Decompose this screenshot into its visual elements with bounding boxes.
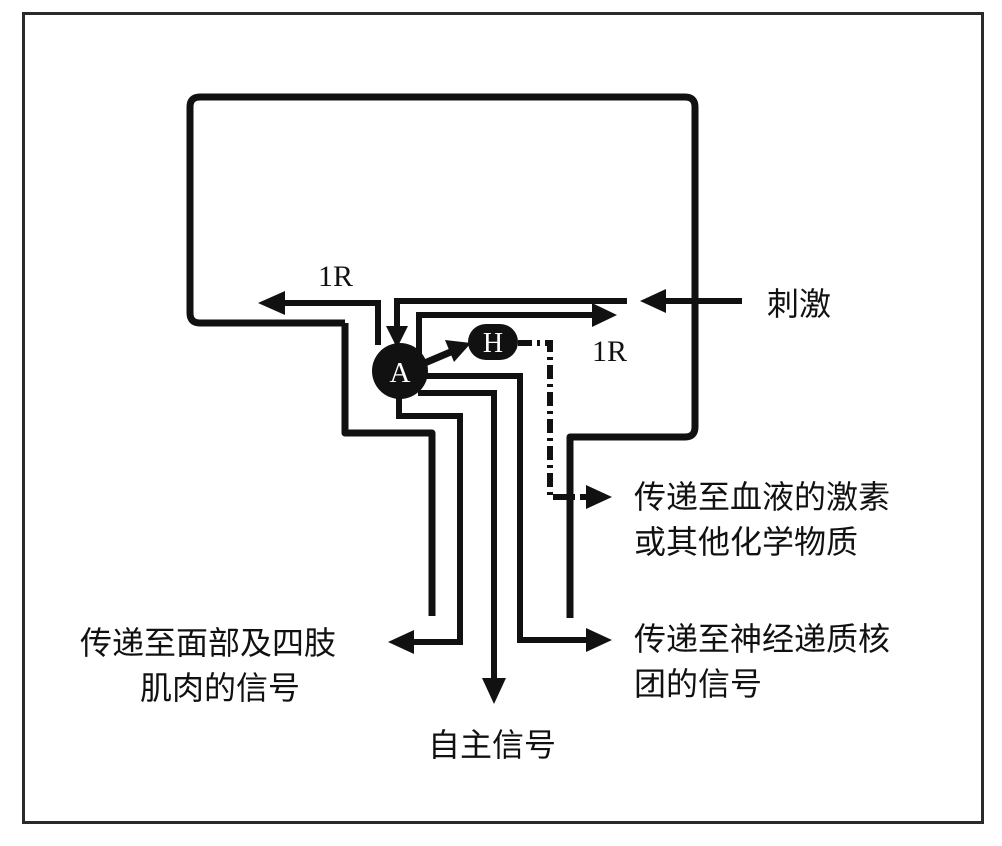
brain-outline bbox=[186, 93, 699, 618]
autonomic-output-arrowhead bbox=[482, 678, 506, 704]
autonomic-output-path bbox=[418, 390, 497, 680]
diagram-frame bbox=[22, 12, 984, 824]
stimulus-label: 刺激 bbox=[767, 285, 832, 323]
muscle-output-path bbox=[396, 398, 463, 645]
ir-left-label: 1R bbox=[318, 260, 354, 293]
a-to-h-arrowhead bbox=[445, 340, 471, 362]
autonomic-label: 自主信号 bbox=[428, 726, 557, 764]
ir-right-label: 1R bbox=[592, 335, 628, 368]
muscle-output-arrowhead bbox=[388, 630, 414, 654]
ir-left-arrowhead bbox=[258, 291, 285, 315]
node-a bbox=[372, 343, 428, 399]
ir-right-arrow bbox=[416, 312, 594, 355]
brainstem-outline bbox=[341, 323, 436, 616]
muscle-label-line1: 传递至面部及四肢 bbox=[80, 624, 337, 662]
hormone-output-arrowhead bbox=[586, 485, 612, 509]
nuclei-label-line1: 传递至神经递质核 bbox=[634, 620, 891, 658]
stimulus-arrowhead bbox=[640, 289, 666, 313]
nuclei-output-arrowhead bbox=[586, 628, 612, 652]
muscle-label-line2: 肌肉的信号 bbox=[140, 669, 301, 707]
node-a-label: A bbox=[390, 357, 411, 389]
a-input-arrowhead bbox=[386, 326, 408, 348]
node-h-label: H bbox=[483, 328, 503, 359]
ir-right-arrowhead bbox=[592, 303, 617, 327]
hormone-label-line1: 传递至血液的激素 bbox=[634, 478, 891, 516]
hormone-output-path bbox=[518, 340, 588, 500]
ir-left-arrow bbox=[282, 300, 381, 345]
stimulus-to-a-path bbox=[394, 298, 627, 330]
nuclei-output-path bbox=[420, 373, 588, 643]
hormone-label-line2: 或其他化学物质 bbox=[634, 523, 859, 561]
node-h bbox=[468, 324, 518, 360]
nuclei-label-line2: 团的信号 bbox=[634, 665, 763, 703]
